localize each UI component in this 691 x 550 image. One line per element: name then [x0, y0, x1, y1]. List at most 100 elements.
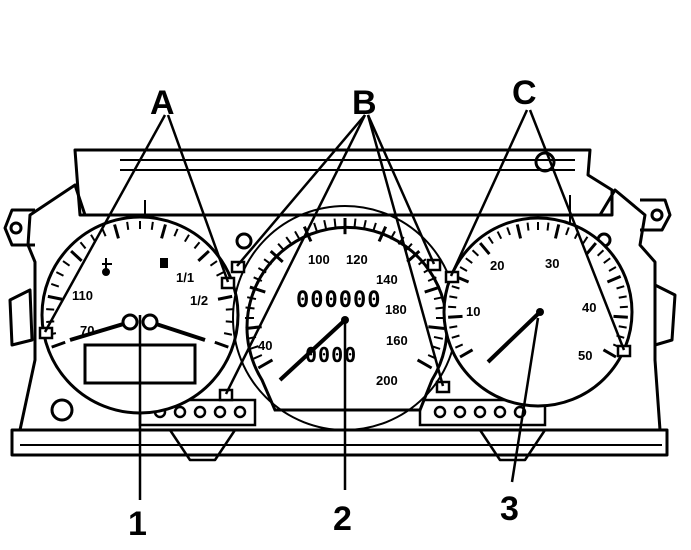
combination-gauge-tick	[50, 283, 60, 288]
tachometer-tick	[454, 343, 464, 349]
speedometer-tick	[323, 219, 328, 230]
leader-b-1	[236, 114, 366, 267]
speedometer-tick	[353, 218, 357, 228]
tachometer-needle-hub	[536, 308, 544, 316]
speedometer-tick	[285, 236, 293, 245]
tachometer: 20 30 10 40 50	[442, 216, 634, 408]
callout-2: 2	[333, 500, 352, 538]
fuel-needle	[149, 320, 206, 342]
combination-gauge-tick	[70, 249, 83, 262]
tachometer-tick	[602, 348, 617, 359]
speedometer-tick	[433, 335, 444, 340]
tachometer-needle	[486, 310, 542, 364]
speed-label-180: 180	[385, 302, 407, 317]
speedometer-tick	[249, 285, 266, 294]
callout-1: 1	[128, 505, 147, 543]
leader-c-left	[449, 109, 529, 277]
combination-gauge-tick	[101, 228, 107, 237]
tachometer-tick	[618, 295, 627, 299]
speedometer-tick	[372, 222, 377, 232]
tachometer-tick	[496, 231, 503, 240]
bulb-holders	[38, 258, 632, 402]
leader-b-2	[224, 114, 367, 395]
speed-label-120: 120	[346, 252, 368, 267]
tach-label-50: 50	[578, 348, 592, 363]
connector-strip-right	[418, 398, 547, 427]
combination-gauge-tick	[209, 260, 218, 267]
combination-gauge-tick	[55, 271, 64, 277]
combination-gauge-tick	[216, 271, 225, 277]
tachometer-tick	[616, 285, 625, 290]
speedometer-tick	[333, 218, 337, 228]
combination-gauge-tick	[183, 234, 190, 243]
leader-3	[510, 317, 540, 483]
tachometer-tick	[487, 236, 494, 245]
bulb-holder-c2	[616, 344, 632, 358]
speedometer-tick	[405, 243, 413, 252]
tachometer-tick	[526, 222, 530, 231]
speedometer-tick	[389, 230, 396, 240]
temperature-needle-hub	[121, 313, 139, 331]
coolant-temperature-icon	[102, 258, 112, 276]
callout-b: B	[352, 84, 377, 122]
speedometer-tick	[418, 258, 427, 266]
trip-odometer-display: 0000	[305, 343, 357, 367]
bulb-holder-b2	[218, 388, 234, 402]
speedometer-tick	[427, 276, 437, 282]
tachometer-tick	[546, 222, 550, 231]
combination-gauge-tick	[150, 221, 154, 230]
speedometer-needle	[278, 318, 347, 382]
bulb-holder-b1	[230, 260, 246, 274]
tachometer-tick	[565, 227, 570, 236]
speedometer-tick	[302, 226, 313, 243]
tachometer-tick	[608, 266, 617, 272]
combination-gauge-tick	[160, 224, 167, 239]
odometer-display: 000000	[296, 288, 381, 313]
tachometer-tick	[471, 249, 480, 257]
combination-gauge-tick	[79, 241, 87, 250]
callout-leaders	[43, 109, 626, 500]
combination-gauge-tick	[197, 249, 210, 262]
combination-gauge-tick	[51, 340, 66, 349]
bulb-holder-a2	[220, 276, 236, 290]
speedometer-tick	[253, 354, 263, 360]
tachometer-tick	[451, 285, 460, 290]
leader-a-left	[43, 114, 167, 333]
temperature-needle	[69, 320, 131, 342]
speedometer-tick	[433, 296, 444, 301]
tachometer-tick	[618, 325, 627, 329]
gauge-label-110: 110	[72, 288, 93, 303]
callout-a: A	[150, 84, 175, 122]
tachometer-tick	[479, 242, 491, 256]
speedometer-tick	[249, 345, 259, 350]
tach-label-30: 30	[545, 256, 559, 271]
speedometer-tick	[257, 267, 267, 274]
speedometer-tick	[245, 306, 255, 310]
leader-c-right	[528, 109, 626, 351]
tachometer-tick	[582, 236, 589, 245]
speedometer-tick	[257, 358, 274, 370]
speed-label-200: 200	[376, 373, 398, 388]
speedometer-tick	[424, 285, 441, 294]
speed-label-140: 140	[376, 272, 398, 287]
speed-label-40: 40	[258, 338, 272, 353]
tachometer-tick	[451, 334, 460, 339]
tach-label-20: 20	[490, 258, 504, 273]
combination-gauge-tick	[217, 294, 233, 301]
tachometer-tick	[448, 314, 463, 319]
gauge-label-fuel-full: 1/1	[176, 270, 194, 285]
leader-a-right	[166, 114, 230, 283]
combination-gauge-tick	[47, 294, 63, 301]
tachometer-tick	[585, 242, 597, 256]
speedometer-tick	[362, 219, 367, 230]
speedometer-tick	[294, 230, 301, 240]
tachometer-tick	[606, 274, 622, 284]
tachometer-tick	[596, 249, 605, 257]
leader-b-3	[366, 114, 436, 265]
tachometer-tick	[449, 325, 458, 329]
speedometer-tick	[313, 222, 318, 232]
combination-gauge-tick	[193, 241, 201, 250]
tachometer-tick	[553, 224, 561, 239]
tach-label-10: 10	[466, 304, 480, 319]
